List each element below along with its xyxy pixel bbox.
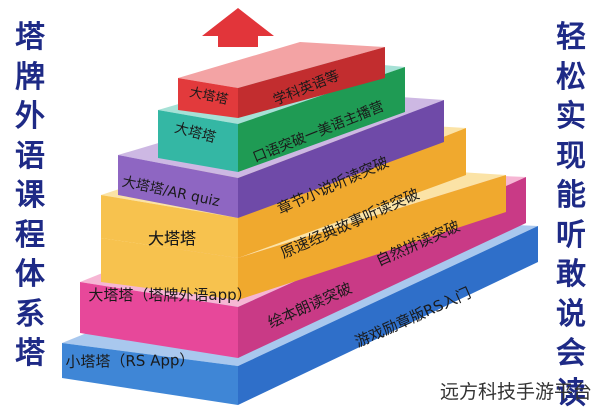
level-4-front-label: 大塔塔 xyxy=(148,229,196,248)
level-1-front-label: 小塔塔（RS App） xyxy=(65,351,194,371)
watermark-text: 远方科技手游平台 xyxy=(440,377,592,404)
top-arrow-icon xyxy=(202,8,274,47)
level-2-front-label: 大塔塔（塔牌外语app） xyxy=(88,286,251,304)
